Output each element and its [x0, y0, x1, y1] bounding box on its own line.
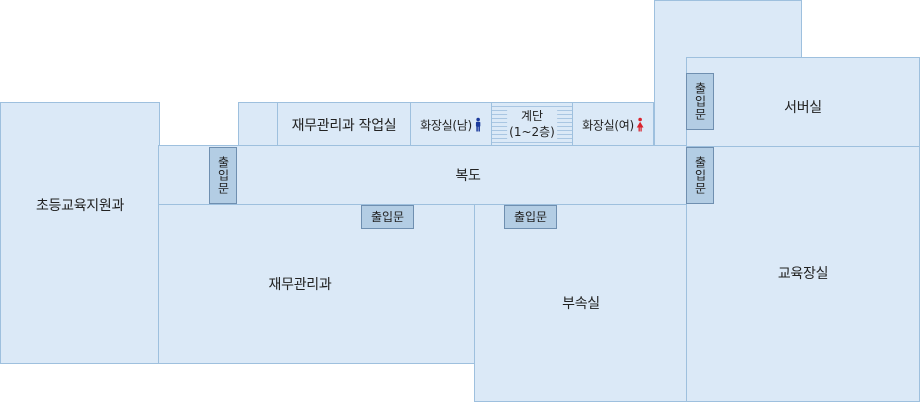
door-annex[interactable]: 출입문 [504, 205, 557, 229]
room-elementary-support[interactable] [0, 102, 160, 364]
door-elementary-support[interactable]: 출입문 [209, 147, 237, 204]
label-finance: 재무관리과 [268, 277, 332, 293]
room-corridor[interactable] [158, 145, 688, 205]
room-small-storage[interactable] [238, 102, 278, 146]
male-restroom-icon [475, 117, 481, 132]
room-annex[interactable] [474, 204, 687, 402]
room-server[interactable] [686, 57, 920, 147]
label-education-director: 교육장실 [777, 266, 829, 282]
label-corridor: 복도 [455, 168, 481, 184]
label-restroom-female-text: 화장실(여) [582, 118, 634, 133]
label-finance-work: 재무관리과 작업실 [291, 118, 397, 134]
label-stairs-line2: (1~2층) [507, 124, 557, 140]
room-finance-work[interactable] [277, 102, 411, 146]
door-server[interactable]: 출입문 [686, 73, 714, 130]
label-annex: 부속실 [562, 296, 600, 312]
door-finance[interactable]: 출입문 [361, 205, 414, 229]
door-education-director[interactable]: 출입문 [686, 147, 714, 204]
female-restroom-icon [636, 117, 644, 132]
label-restroom-male-text: 화장실(남) [420, 118, 472, 133]
room-finance[interactable] [158, 204, 475, 364]
label-restroom-male: 화장실(남) [420, 117, 482, 134]
room-education-director[interactable] [686, 146, 920, 402]
label-stairs: 계단 (1~2층) [507, 108, 557, 140]
label-restroom-female: 화장실(여) [582, 117, 644, 134]
label-server: 서버실 [784, 100, 822, 116]
label-stairs-line1: 계단 [507, 108, 557, 124]
label-elementary-support: 초등교육지원과 [35, 198, 125, 214]
